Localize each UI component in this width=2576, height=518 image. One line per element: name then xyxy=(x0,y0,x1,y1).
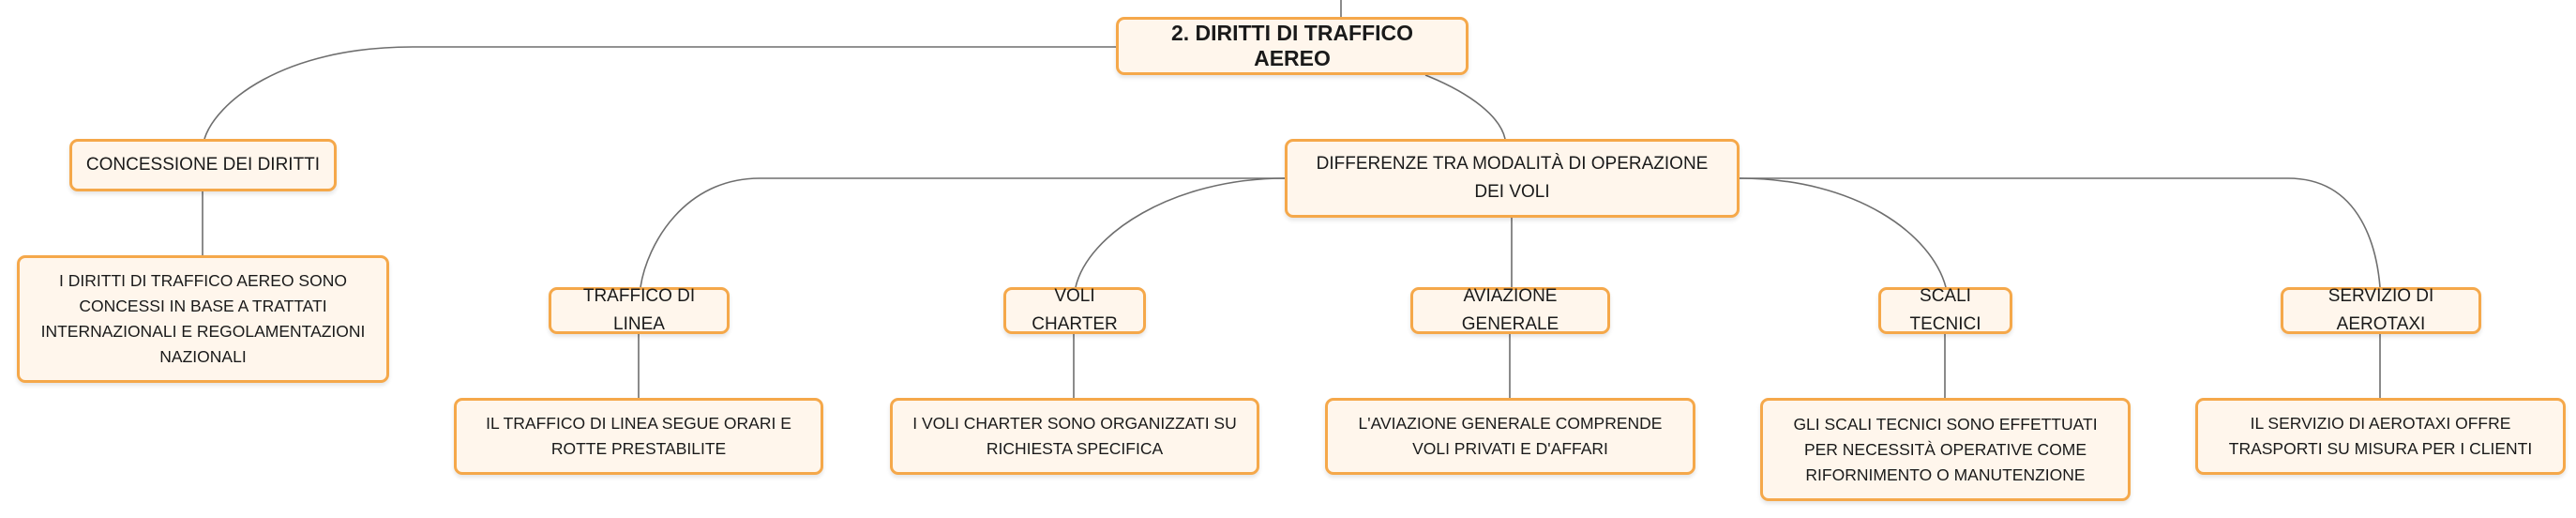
edge-differenze-charter xyxy=(1075,177,1286,288)
edge-differenze-traffico xyxy=(640,177,1285,288)
detail-aviazione-generale[interactable]: L'AVIAZIONE GENERALE COMPRENDE VOLI PRIV… xyxy=(1325,398,1695,475)
topic-concessione-dei-diritti[interactable]: CONCESSIONE DEI DIRITTI xyxy=(69,139,337,191)
topic-differenze-modalita[interactable]: DIFFERENZE TRA MODALITÀ DI OPERAZIONE DE… xyxy=(1285,139,1740,218)
topic-traffico-di-linea[interactable]: TRAFFICO DI LINEA xyxy=(549,286,730,334)
detail-traffico-di-linea[interactable]: IL TRAFFICO DI LINEA SEGUE ORARI E ROTTE… xyxy=(454,398,823,475)
root-topic[interactable]: 2. DIRITTI DI TRAFFICO AEREO xyxy=(1116,17,1469,75)
topic-aviazione-generale[interactable]: AVIAZIONE GENERALE xyxy=(1410,286,1610,334)
edge-root-concessione xyxy=(203,46,1116,140)
edge-differenze-aerotaxi xyxy=(1740,177,2381,288)
detail-voli-charter[interactable]: I VOLI CHARTER SONO ORGANIZZATI SU RICHI… xyxy=(890,398,1259,475)
topic-servizio-di-aerotaxi[interactable]: SERVIZIO DI AEROTAXI xyxy=(2281,286,2481,334)
detail-concessione-dei-diritti[interactable]: I DIRITTI DI TRAFFICO AEREO SONO CONCESS… xyxy=(17,255,389,383)
detail-servizio-di-aerotaxi[interactable]: IL SERVIZIO DI AEROTAXI OFFRE TRASPORTI … xyxy=(2195,398,2566,475)
edge-differenze-scali xyxy=(1739,177,1947,288)
edge-root-differenze xyxy=(1424,74,1506,140)
topic-scali-tecnici[interactable]: SCALI TECNICI xyxy=(1878,286,2012,334)
topic-voli-charter[interactable]: VOLI CHARTER xyxy=(1003,286,1146,334)
detail-scali-tecnici[interactable]: GLI SCALI TECNICI SONO EFFETTUATI PER NE… xyxy=(1760,398,2131,501)
